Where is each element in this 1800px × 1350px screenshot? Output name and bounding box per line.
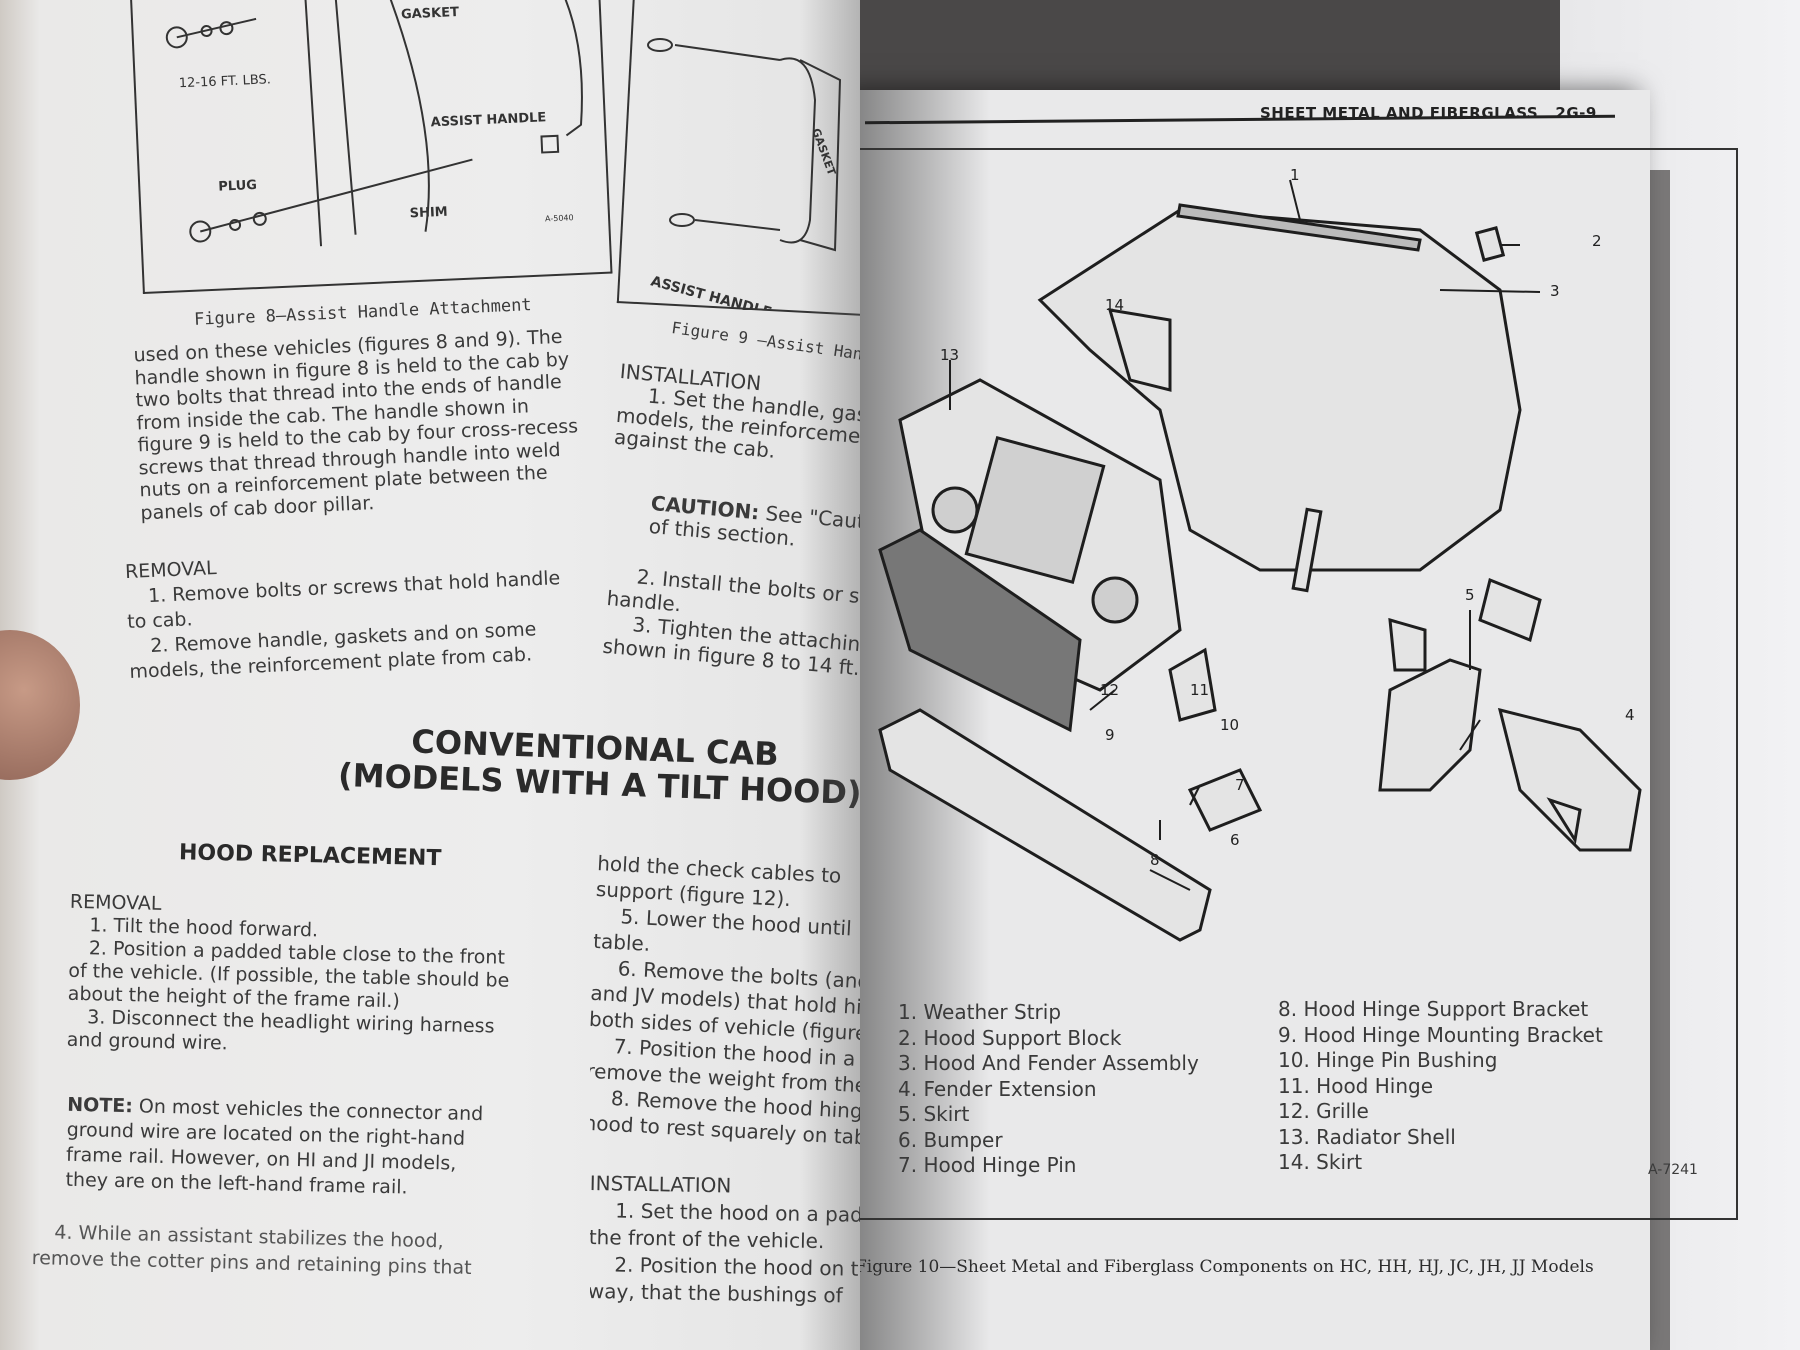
header-title: SHEET METAL AND FIBERGLASS: [1260, 104, 1539, 122]
hood-removal-section: REMOVAL 1. Tilt the hood forward. 2. Pos…: [66, 891, 511, 1062]
legend-item: 11. Hood Hinge: [1278, 1073, 1433, 1098]
legend-item: 5. Skirt: [898, 1102, 970, 1126]
skirt-14: [1107, 308, 1172, 392]
callout-1: 1: [1290, 166, 1300, 184]
figure-8-drawing: GASKET 12-16 FT. LBS. ASSIST HANDLE PLUG…: [165, 0, 583, 247]
legend-item: 3. Hood And Fender Assembly: [898, 1051, 1199, 1075]
hood-replacement-heading: HOOD REPLACEMENT: [178, 840, 442, 872]
callout-8: 8: [1150, 851, 1160, 869]
bumper: [878, 708, 1212, 942]
installation-steps: 2. Install the bolts or screws handle. 3…: [602, 562, 860, 685]
text-line: way, that the bushings of: [590, 1278, 843, 1308]
caution-block: CAUTION: See "Caution" of this section.: [648, 491, 860, 560]
callout-2: 2: [1592, 232, 1602, 250]
callout-9: 9: [1105, 726, 1115, 744]
label-assist-handle: ASSIST HANDLE: [430, 110, 546, 130]
callout-7: 7: [1235, 776, 1245, 794]
running-header: SHEET METAL AND FIBERGLASS 2G-9: [1260, 104, 1597, 122]
legend-item: 10. Hinge Pin Bushing: [1278, 1048, 1498, 1072]
note-label: NOTE:: [67, 1093, 134, 1118]
figure-code: A-7241: [1648, 1162, 1698, 1178]
callout-6: 6: [1230, 831, 1240, 849]
legend-right: 8. Hood Hinge Support Bracket 9. Hood Hi…: [1278, 997, 1603, 1176]
exploded-diagram: 1 2 3 4 5 6 7 8 9 10 11 12 13 14: [878, 166, 1642, 942]
label-code: A-5040: [545, 213, 574, 223]
legend-item: 8. Hood Hinge Support Bracket: [1278, 997, 1589, 1021]
gutter-shadow: [800, 0, 860, 1350]
figure-10-frame: [858, 148, 1738, 1220]
installation-section: INSTALLATION 1. Set the handle, gaskets …: [613, 359, 860, 473]
figure-9-drawing: ASSIST HANDLE GASKET: [647, 38, 842, 310]
callout-11: 11: [1190, 681, 1209, 699]
figure-10-caption: Figure 10—Sheet Metal and Fiberglass Com…: [855, 1257, 1594, 1277]
note-block: NOTE: On most vehicles the connector and…: [65, 1093, 483, 1202]
legend-item: 2. Hood Support Block: [898, 1025, 1122, 1050]
label-shim: SHIM: [409, 205, 448, 222]
label-torque: 12-16 FT. LBS.: [178, 72, 271, 91]
step-4: 4. While an assistant stabilizes the hoo…: [32, 1219, 473, 1281]
fender-extension: [1497, 707, 1642, 852]
callout-12: 12: [1100, 681, 1119, 699]
hood-installation: INSTALLATION 1. Set the hood on a pad th…: [590, 1170, 860, 1310]
legend-left: 1. Weather Strip 2. Hood Support Block 3…: [898, 1000, 1199, 1179]
callout-13: 13: [940, 346, 959, 364]
legend-item: 1. Weather Strip: [898, 1000, 1062, 1024]
callout-labels: 1 2 3 4 5 6 7 8 9 10 11 12 13 14: [940, 166, 1635, 869]
callout-10: 10: [1220, 716, 1239, 734]
grille: [878, 528, 1082, 733]
legend-item: 13. Radiator Shell: [1278, 1124, 1456, 1149]
callout-5: 5: [1465, 586, 1475, 604]
hood-steps: hold the check cables to support (figure…: [590, 850, 860, 1152]
legend-item: 14. Skirt: [1278, 1150, 1363, 1174]
callout-14: 14: [1105, 296, 1124, 314]
weather-strip: [1176, 203, 1422, 252]
legend-item: 7. Hood Hinge Pin: [898, 1153, 1077, 1177]
legend-item: 12. Grille: [1278, 1099, 1369, 1123]
legend-item: 4. Fender Extension: [898, 1076, 1097, 1101]
middle-column: INSTALLATION 1. Set the handle, gaskets …: [590, 340, 860, 1340]
label-gasket: GASKET: [401, 5, 460, 23]
label-assist-handle: ASSIST HANDLE: [649, 273, 773, 310]
label-plug: PLUG: [218, 178, 257, 195]
page-number: 2G-9: [1555, 104, 1597, 122]
callout-4: 4: [1625, 706, 1635, 724]
legend-item: 9. Hood Hinge Mounting Bracket: [1278, 1022, 1603, 1047]
skirt-5: [1378, 658, 1482, 792]
left-page: GASKET 12-16 FT. LBS. ASSIST HANDLE PLUG…: [0, 0, 860, 1350]
callout-3: 3: [1550, 282, 1560, 300]
hood-fender-assembly: [1037, 208, 1522, 572]
legend-item: 6. Bumper: [898, 1127, 1003, 1152]
